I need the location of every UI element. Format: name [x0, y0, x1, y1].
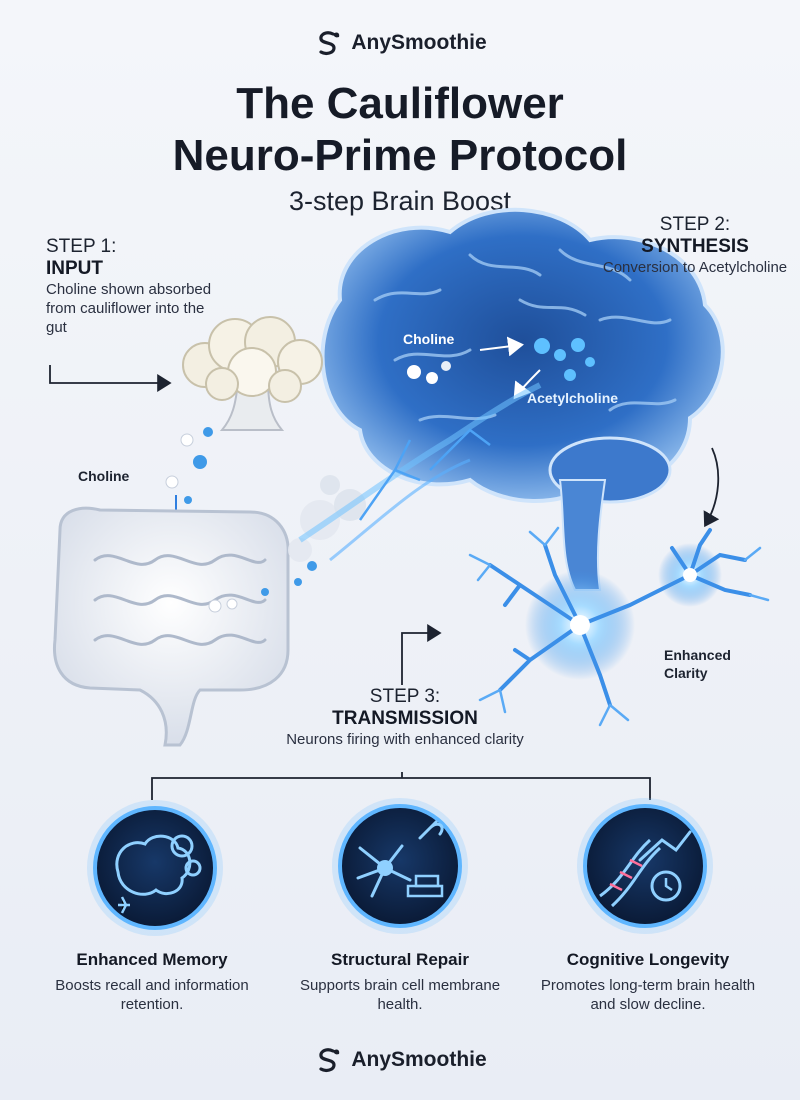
step-1-description: Choline shown absorbed from cauliflower … [46, 281, 212, 336]
benefit-icon-memory [87, 800, 223, 936]
benefit-repair-title: Structural Repair [331, 950, 469, 969]
brand-logo-bottom: AnySmoothie [0, 1045, 800, 1075]
title-line-1: The Cauliflower [236, 79, 564, 128]
step-3-description: Neurons firing with enhanced clarity [286, 731, 524, 748]
page-subtitle: 3-step Brain Boost [288, 186, 512, 216]
page-title: The Cauliflower Neuro-Prime Protocol [0, 78, 800, 182]
brand-name: AnySmoothie [351, 31, 487, 54]
neuron-network-illustration [468, 526, 770, 727]
step-3-label: STEP 3: [369, 686, 441, 707]
benefit-icon-longevity [577, 798, 713, 934]
brand-name-bottom: AnySmoothie [351, 1048, 487, 1071]
molecules-in-brain [407, 336, 595, 400]
acetylcholine-label: Acetylcholine [527, 390, 619, 406]
title-line-2: Neuro-Prime Protocol [172, 131, 628, 180]
step2-arrow [703, 447, 720, 528]
step3-arrow [401, 624, 442, 685]
step-2-name: SYNTHESIS [641, 236, 749, 257]
benefit-memory-title: Enhanced Memory [76, 950, 228, 969]
brand-logo-top: AnySmoothie [0, 28, 800, 58]
benefit-longevity: Cognitive Longevity Promotes long-term b… [528, 950, 768, 1014]
enhanced-clarity-label: Enhanced Clarity [664, 647, 731, 681]
step-2-label: STEP 2: [659, 214, 731, 235]
intestine-illustration [52, 506, 290, 747]
step-3-block: STEP 3: TRANSMISSION Neurons firing with… [280, 686, 530, 749]
benefit-memory-description: Boosts recall and information retention. [55, 977, 249, 1013]
benefit-icon-repair [332, 798, 468, 934]
choline-gut-label: Choline [78, 468, 130, 484]
step-3-name: TRANSMISSION [332, 708, 478, 729]
benefit-longevity-title: Cognitive Longevity [566, 950, 730, 969]
cauliflower-illustration [182, 316, 323, 431]
benefit-memory: Enhanced Memory Boosts recall and inform… [32, 950, 272, 1014]
step-1-name: INPUT [46, 258, 103, 279]
smoothie-s-leaf-icon [319, 1048, 340, 1072]
step-1-label: STEP 1: [46, 236, 117, 257]
benefits-bracket [151, 772, 651, 800]
step-2-description: Conversion to Acetylcholine [602, 259, 788, 276]
benefit-longevity-description: Promotes long-term brain health and slow… [540, 977, 756, 1013]
benefit-repair-description: Supports brain cell membrane health. [299, 977, 501, 1013]
choline-particles [165, 427, 213, 532]
benefit-repair: Structural Repair Supports brain cell me… [280, 950, 520, 1014]
step-2-block: STEP 2: SYNTHESIS Conversion to Acetylch… [600, 214, 790, 277]
choline-brain-label: Choline [403, 331, 455, 347]
smoothie-s-leaf-icon [319, 31, 340, 55]
step1-arrow [49, 365, 172, 392]
absorption-flow [288, 382, 542, 586]
step-1-block: STEP 1: INPUT Choline shown absorbed fro… [46, 236, 216, 337]
